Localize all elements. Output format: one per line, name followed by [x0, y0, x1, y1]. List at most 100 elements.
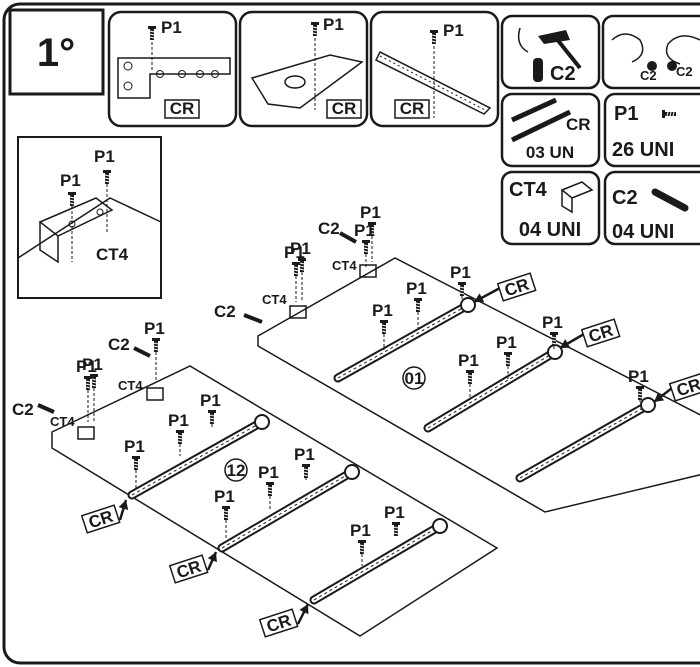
rail-end-shape: [250, 54, 364, 109]
screw-label: P1: [124, 437, 145, 456]
screw-callout: P1: [450, 263, 471, 300]
screw-label: P1: [450, 263, 471, 282]
screw-callout: P1: [350, 521, 371, 566]
cam-icon: [243, 313, 263, 324]
screw-callout: P1: [168, 411, 189, 456]
cam-label: C2: [12, 400, 34, 419]
rail-shape: [374, 50, 492, 115]
cam-icon: [133, 346, 151, 358]
detail-panel-1: P1 CR: [107, 10, 238, 128]
parts-box-cr: CR 03 UN: [500, 92, 601, 168]
detail-panel-2: P1 CR: [238, 10, 369, 128]
drawer-rail: [309, 518, 448, 605]
screw-callout: P1: [458, 351, 479, 400]
cam-label: C2: [550, 63, 576, 85]
part-qty: 04 UNI: [519, 219, 581, 241]
parts-box-ct4: CT4 04 UNI: [500, 170, 601, 246]
bracket-icon: [560, 181, 594, 214]
part-qty: 04 UNI: [612, 221, 674, 243]
hammer-icon: [538, 30, 570, 44]
bracket-icon: [146, 387, 164, 401]
part-qty: 03 UN: [526, 143, 574, 162]
screw-callout: P1: [628, 367, 649, 402]
cam-label: C2: [214, 302, 236, 321]
screw-callout: P1: [384, 503, 405, 537]
cam-icon: [533, 58, 543, 82]
screw-label: P1: [406, 279, 427, 298]
screw-callout: P1: [290, 239, 311, 300]
screw-label: P1: [542, 313, 563, 332]
part-code: C2: [612, 187, 638, 209]
rail-group: [127, 414, 448, 605]
drawer-rail: [217, 464, 360, 553]
hand-icon: [611, 33, 644, 63]
rail-end-shape: [117, 57, 231, 99]
screw-callout: P1: [214, 487, 235, 540]
step-number-box: 1°: [8, 8, 105, 96]
screw-callout: P1: [354, 221, 375, 268]
screw-callout: P1: [406, 279, 427, 328]
screw-label: P1: [214, 487, 235, 506]
drawer-rail: [515, 397, 656, 483]
detail-panel-3: P1 CR: [369, 10, 500, 128]
panel-12: 12 CT4 CT4 C2 C2: [12, 335, 499, 637]
parts-box-c2: C2 04 UNI: [603, 170, 700, 246]
bracket-icon: [77, 426, 95, 440]
bracket-label: CT4: [118, 378, 143, 393]
screw-callout: P1: [76, 357, 97, 422]
detail-panel-5: C2 C2: [601, 14, 700, 90]
rail-group: [333, 297, 656, 483]
part-code: CR: [566, 115, 591, 134]
arrow-icon: [517, 27, 529, 53]
screw-label: P1: [144, 319, 165, 338]
screw-label: P1: [168, 411, 189, 430]
screw-callout: P1: [124, 437, 145, 488]
screw-label: P1: [496, 333, 517, 352]
screw-callout: P1: [542, 313, 563, 350]
screw-label: P1: [628, 367, 649, 386]
drawer-rail: [127, 414, 270, 500]
inset-bracket-detail: P1 P1 CT4: [17, 136, 162, 299]
bracket-label: CT4: [262, 292, 287, 307]
screw-label: P1: [82, 355, 103, 374]
screw-callout: P1: [372, 301, 393, 350]
panel-01: 01 CT4 CT4 C2 C2: [214, 219, 700, 513]
screw-label: P1: [458, 351, 479, 370]
cam-label-right: C2: [676, 64, 693, 79]
screw-label: P1: [323, 15, 344, 34]
screw-label: P1: [290, 239, 311, 258]
screw-label: P1: [76, 357, 97, 376]
bracket-label: CT4: [332, 258, 357, 273]
part-code: P1: [614, 103, 638, 125]
detail-panel-4: C2: [500, 14, 601, 90]
bracket-icon: [359, 264, 377, 278]
screw-label: P1: [94, 147, 115, 166]
hand-icon: [665, 35, 700, 65]
bracket-icon: [289, 305, 307, 319]
part-code: CT4: [509, 179, 548, 201]
screw-callout: P1: [294, 445, 315, 480]
screw-label: P1: [360, 203, 381, 222]
cam-icon: [651, 188, 689, 212]
rail-callout: CR: [258, 601, 313, 638]
screw-label: P1: [60, 171, 81, 190]
drawer-rail: [423, 344, 563, 433]
screw-label: P1: [161, 18, 182, 37]
screw-callout: P1: [284, 243, 305, 302]
screw-label: P1: [350, 521, 371, 540]
cam-label: C2: [108, 335, 130, 354]
bracket-icon: [38, 197, 114, 237]
screw-label: P1: [372, 301, 393, 320]
rail-label: CR: [332, 99, 357, 118]
panel-board: [51, 365, 499, 637]
screw-callout: P1: [496, 333, 517, 380]
screw-callout: P1: [200, 391, 221, 428]
screw-callout: P1: [360, 203, 381, 262]
bracket-label: CT4: [96, 245, 129, 264]
cam-icon: [339, 231, 357, 244]
cam-label-left: C2: [640, 68, 657, 83]
step-number: 1°: [37, 31, 75, 75]
screw-label: P1: [258, 463, 279, 482]
